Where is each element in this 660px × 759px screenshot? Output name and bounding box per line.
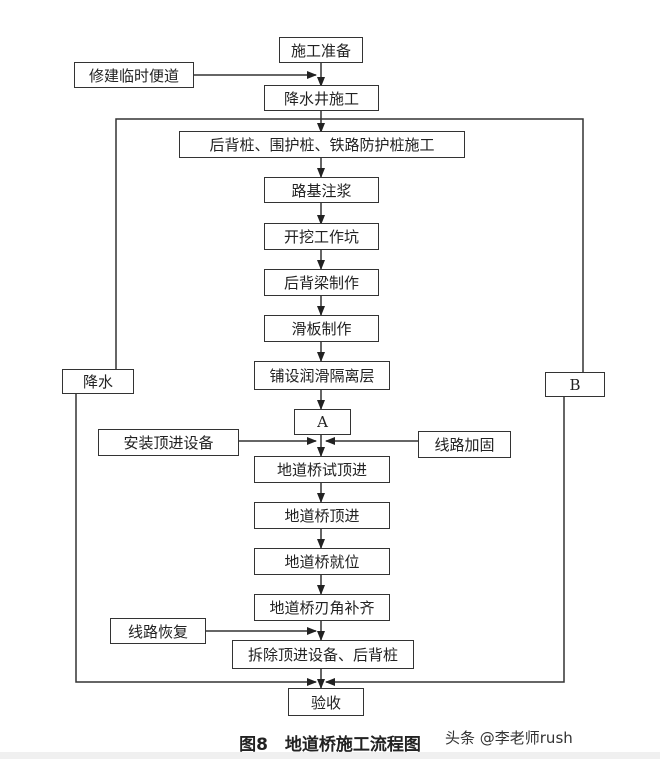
node-layer: 铺设润滑隔离层 [254,361,390,390]
edge-dewater-accept [75,390,317,686]
node-remove: 拆除顶进设备、后背桩 [232,640,414,669]
node-restore: 线路恢复 [110,618,206,644]
node-piles: 后背桩、围护桩、铁路防护桩施工 [179,131,465,158]
node-slide: 滑板制作 [264,315,379,342]
node-accept: 验收 [288,688,364,716]
node-jack: 地道桥顶进 [254,502,390,529]
node-install: 安装顶进设备 [98,429,239,456]
edge-b-accept [325,396,565,686]
node-beam: 后背梁制作 [264,269,379,296]
figure-caption: 图8 地道桥施工流程图 [239,735,421,755]
node-prep: 施工准备 [279,37,363,63]
node-place: 地道桥就位 [254,548,390,575]
node-a: A [294,409,351,435]
watermark: 头条 @李老师rush [445,729,573,747]
node-trial: 地道桥试顶进 [254,456,390,483]
node-pit: 开挖工作坑 [264,223,379,250]
node-b: B [545,372,605,397]
node-grout: 路基注浆 [264,177,379,203]
node-edge: 地道桥刃角补齐 [254,594,390,621]
node-dewater: 降水 [62,369,134,394]
frame-top [115,118,584,373]
node-reinforce: 线路加固 [418,431,511,458]
bottom-bar [0,752,660,759]
node-well: 降水井施工 [264,85,379,111]
node-road: 修建临时便道 [74,62,194,88]
